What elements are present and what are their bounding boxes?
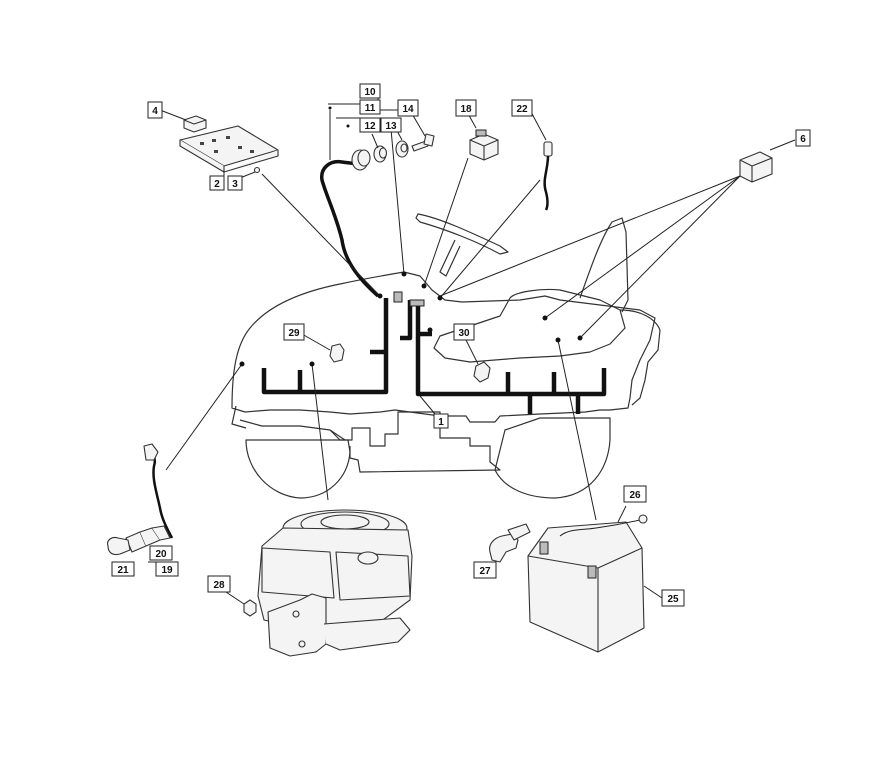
callout-4: 4 [147, 101, 163, 119]
svg-text:25: 25 [667, 594, 679, 605]
battery [527, 521, 645, 653]
svg-text:12: 12 [364, 121, 376, 132]
callout-14: 14 [397, 99, 419, 117]
svg-text:4: 4 [152, 106, 158, 117]
callout-2: 2 [209, 175, 225, 191]
callout-3: 3 [227, 175, 243, 191]
callout-27: 27 [473, 561, 497, 579]
svg-text:28: 28 [213, 580, 225, 591]
svg-text:6: 6 [800, 134, 806, 145]
svg-text:21: 21 [117, 565, 129, 576]
svg-text:27: 27 [479, 566, 491, 577]
svg-text:14: 14 [402, 104, 414, 115]
callout-19: 19 [155, 561, 179, 577]
callout-26: 26 [623, 485, 647, 503]
part-26-cable [559, 514, 648, 537]
svg-text:26: 26 [629, 490, 641, 501]
svg-text:20: 20 [155, 549, 167, 560]
engine [257, 509, 413, 657]
callout-18: 18 [455, 99, 477, 117]
callout-6: 6 [795, 129, 811, 147]
svg-text:30: 30 [458, 328, 470, 339]
wiring-harness [261, 159, 607, 414]
part-4-pad [183, 115, 207, 133]
callouts: 1 2 3 4 6 10 11 12 13 14 18 19 20 21 22 … [111, 83, 811, 607]
callout-22: 22 [511, 99, 533, 117]
part-18-switch [469, 129, 499, 161]
callout-30: 30 [453, 323, 475, 341]
svg-text:10: 10 [364, 87, 376, 98]
svg-text:13: 13 [385, 121, 397, 132]
svg-text:19: 19 [161, 565, 173, 576]
tractor-body-outline [231, 213, 661, 499]
leader-lines [148, 96, 796, 605]
svg-text:22: 22 [516, 104, 528, 115]
callout-21: 21 [111, 561, 135, 577]
svg-text:1: 1 [438, 417, 444, 428]
callout-29: 29 [283, 323, 305, 341]
bulb-socket-assembly [107, 443, 174, 556]
callout-12: 12 [359, 117, 381, 133]
callout-1: 1 [433, 413, 449, 429]
callout-28: 28 [207, 575, 231, 593]
svg-text:2: 2 [214, 179, 220, 190]
ignition-switch-assembly [351, 133, 435, 171]
callout-13: 13 [380, 117, 402, 133]
svg-text:18: 18 [460, 104, 472, 115]
svg-text:29: 29 [288, 328, 300, 339]
part-30-clip [473, 361, 491, 383]
part-27-terminal-boot [489, 523, 531, 563]
svg-text:3: 3 [232, 179, 238, 190]
callout-25: 25 [661, 589, 685, 607]
callout-10: 10 [359, 83, 381, 99]
part-6-relay [739, 151, 773, 183]
part-3-screw [253, 166, 261, 174]
part-28-nut [243, 599, 257, 617]
part-29-clip [329, 343, 345, 363]
svg-text:11: 11 [365, 103, 376, 114]
part-22-sensor [543, 141, 553, 211]
part-2-control-panel [179, 125, 279, 173]
callout-11: 11 [359, 99, 381, 115]
callout-20: 20 [149, 545, 173, 561]
